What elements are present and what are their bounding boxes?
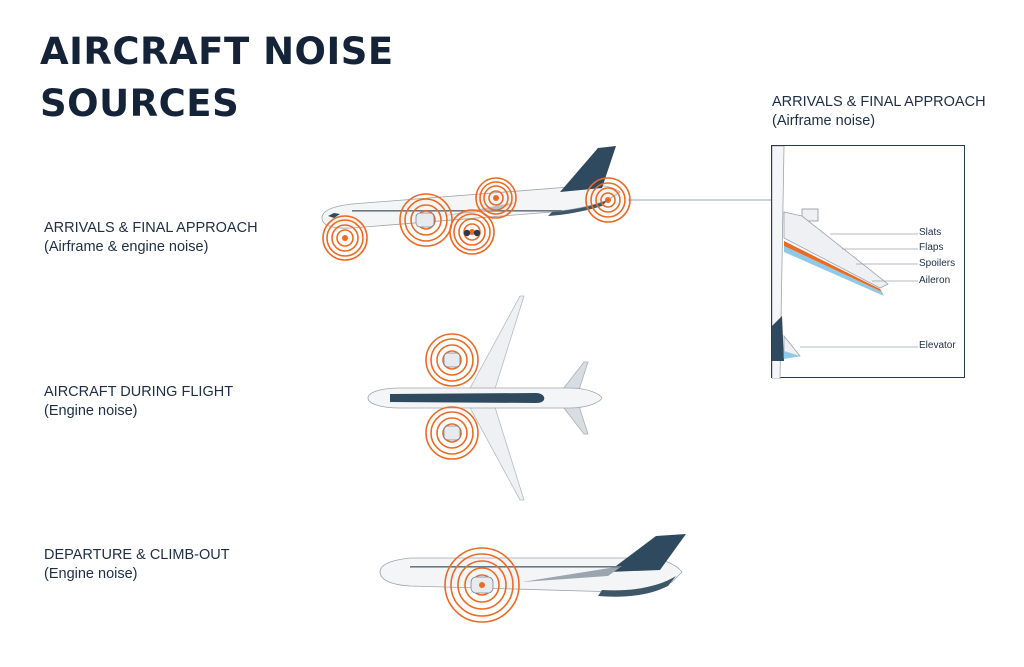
elevator-surface [784,351,800,359]
detail-engine [801,208,819,222]
flight-aircraft [367,295,603,501]
arrivals-sub: (Airframe & engine noise) [44,239,209,255]
slats-label: Slats [919,227,942,238]
airframe-detail-box [771,145,965,379]
departure-noise-center [479,582,485,588]
detail-tail-stripe [772,316,784,361]
arrival-aircraft [321,146,631,261]
flight-fuselage-band [390,393,545,403]
departure-sub: (Engine noise) [44,566,138,582]
departure-wing [522,566,622,582]
detail-label: ARRIVALS & FINAL APPROACH (Airframe nois… [772,93,986,131]
detail-illustration [772,146,918,379]
right-engine [443,425,461,441]
detail-wing [783,211,889,289]
departure-label: DEPARTURE & CLIMB-OUT (Engine noise) [44,546,230,584]
flight-sub: (Engine noise) [44,403,138,419]
detail-heading: ARRIVALS & FINAL APPROACH [772,94,986,110]
engine-noise [399,193,453,247]
spoilers-surface [784,246,884,296]
detail-sub: (Airframe noise) [772,113,876,129]
departure-heading: DEPARTURE & CLIMB-OUT [44,547,230,563]
page-title: AIRCRAFT NOISE SOURCES [40,26,394,130]
arrival-gear-wheels [463,229,481,237]
arrival-engine [415,212,435,228]
right-engine-noise [425,406,479,460]
flight-stabilizers [559,361,589,435]
arrivals-heading: ARRIVALS & FINAL APPROACH [44,220,258,236]
arrival-noise-rings [322,177,631,261]
flaps-noise [475,177,517,219]
flight-heading: AIRCRAFT DURING FLIGHT [44,384,234,400]
detail-connector-line [628,199,773,201]
left-engine-noise [425,333,479,387]
flight-label: AIRCRAFT DURING FLIGHT (Engine noise) [44,383,233,421]
arrival-tail-fin [560,146,616,192]
aileron-label: Aileron [919,275,951,286]
arrival-fuselage [321,184,621,229]
left-engine [443,352,461,368]
spoilers-label: Spoilers [919,258,956,269]
nose-gear-noise [322,215,368,261]
flight-noise-rings [425,333,479,460]
flaps-label: Flaps [919,242,944,253]
departure-aircraft [379,534,686,623]
departure-belly-stripe [598,576,676,597]
title-line-2: SOURCES [40,82,240,125]
tail-noise [585,177,631,223]
detail-callout-lines [800,233,918,348]
arrivals-label: ARRIVALS & FINAL APPROACH (Airframe & en… [44,219,258,257]
flaps-surface [784,241,882,292]
elevator-label: Elevator [919,340,956,351]
departure-tail-fin [608,534,686,572]
title-line-1: AIRCRAFT NOISE [40,30,394,73]
departure-noise-rings [444,547,520,623]
